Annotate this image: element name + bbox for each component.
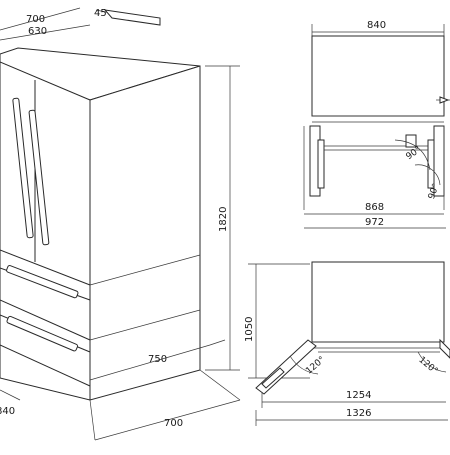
dim-depth-body: 630 (28, 26, 47, 37)
fridge-perspective: 700 45 630 1820 750 700 840 (0, 7, 241, 441)
door-handle-left (12, 97, 34, 239)
dim-height: 1820 (218, 207, 229, 232)
dim-door-offset: 45 (94, 8, 107, 19)
drawer-handle-lower (6, 315, 79, 352)
open-plan-depth: 1050 (244, 317, 255, 342)
plan-view-doors-120: 1050 120° 120° 1254 1326 (244, 261, 450, 426)
dim-base-depth: 700 (164, 418, 183, 429)
dim-width-front: 840 (0, 406, 15, 417)
open-plan-width-open: 1254 (346, 390, 371, 401)
door-handle-right (28, 109, 50, 246)
plan-width: 840 (367, 20, 386, 31)
open-plan-width-total: 1326 (346, 408, 371, 419)
plan-view-doors-90: 840 90° 90° 868 972 (303, 20, 450, 229)
open-plan-angle-left: 120° (304, 355, 327, 377)
plan-outer-width: 972 (365, 217, 384, 228)
dim-open-depth: 750 (148, 354, 167, 365)
drawer-handle-upper (6, 265, 79, 299)
dim-depth-total: 700 (26, 14, 45, 25)
open-plan-angle-right: 120° (416, 355, 439, 377)
plan-inner-width: 868 (365, 202, 384, 213)
